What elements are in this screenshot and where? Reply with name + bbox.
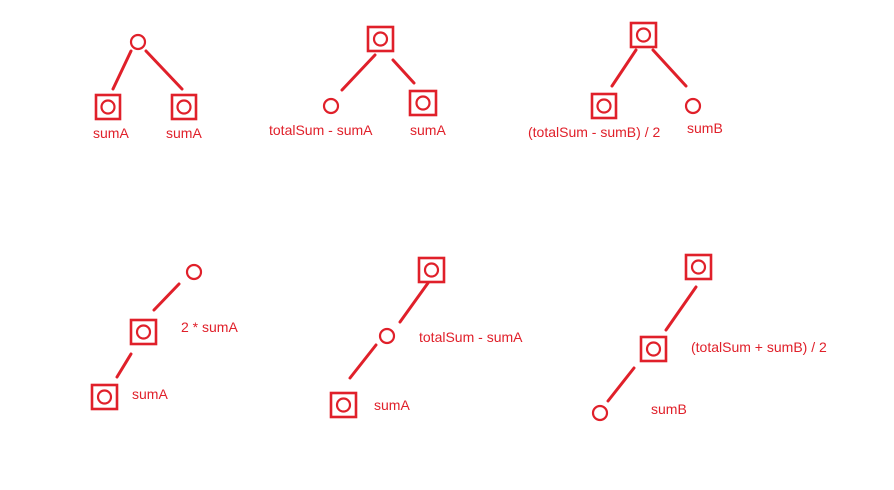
top-node [185, 263, 203, 281]
left-label: (totalSum - sumB) / 2 [528, 124, 660, 140]
edge [144, 49, 184, 91]
left-node [322, 97, 340, 115]
root-boxed-node [366, 25, 395, 53]
bottom-label: sumA [374, 397, 410, 413]
diagram-1: sumA sumA [93, 33, 202, 141]
diagram-2: totalSum - sumA sumA [269, 25, 446, 138]
edge [664, 285, 698, 332]
bottom-label: sumB [651, 401, 687, 417]
middle-boxed-node [129, 318, 158, 346]
top-boxed-node [684, 253, 713, 281]
edge [610, 48, 638, 88]
middle-boxed-node [639, 335, 668, 363]
edge [651, 48, 688, 88]
bottom-label: sumA [132, 386, 168, 402]
right-label: sumA [410, 122, 446, 138]
edge [340, 53, 377, 92]
edge [152, 282, 181, 312]
right-boxed-node [408, 89, 438, 117]
right-label: sumB [687, 120, 723, 136]
middle-label: (totalSum + sumB) / 2 [691, 339, 827, 355]
edge [606, 366, 636, 403]
bottom-node [591, 404, 609, 422]
root-node [129, 33, 147, 51]
diagram-4: 2 * sumA sumA [90, 263, 238, 411]
diagram-5: totalSum - sumA sumA [329, 256, 523, 419]
edge [391, 58, 416, 85]
bottom-boxed-node [329, 391, 358, 419]
middle-label: 2 * sumA [181, 319, 238, 335]
left-boxed-node [590, 92, 618, 120]
left-label: totalSum - sumA [269, 122, 373, 138]
left-boxed-node [94, 93, 122, 121]
diagram-3: (totalSum - sumB) / 2 sumB [528, 21, 723, 140]
middle-node [378, 327, 396, 345]
top-boxed-node [417, 256, 446, 284]
right-label: sumA [166, 125, 202, 141]
middle-label: totalSum - sumA [419, 329, 523, 345]
right-boxed-node [170, 93, 198, 121]
left-label: sumA [93, 125, 129, 141]
edge [115, 352, 133, 379]
diagram-6: (totalSum + sumB) / 2 sumB [591, 253, 827, 422]
edge [348, 343, 378, 380]
bottom-boxed-node [90, 383, 119, 411]
root-boxed-node [629, 21, 658, 49]
edge [398, 281, 430, 324]
right-node [684, 97, 702, 115]
edge [111, 49, 133, 91]
